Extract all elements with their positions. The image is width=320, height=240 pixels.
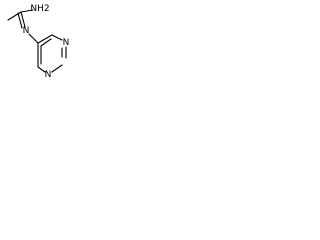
bond-methyl-c (7, 11, 22, 21)
label-amine: NH2 (30, 4, 49, 14)
ring-bond-c5-c4-inner (40, 38, 52, 47)
label-ring-n-lower: N (45, 70, 52, 80)
ring-bond-c4-n3 (51, 34, 63, 41)
ring-bond-n1-c6 (37, 66, 46, 73)
bond-c-n-imine-a (20, 11, 26, 28)
ring-bond-c5-c4 (37, 34, 53, 44)
bond-n-ring (28, 33, 39, 44)
bond-c-n-imine-b (17, 12, 23, 29)
molecule-structure-diagram: NH2 N N N (7, 4, 70, 80)
ring-bond-c2-n1 (51, 64, 63, 73)
bond-c-nh2 (20, 9, 34, 13)
label-imine-n: N (23, 26, 30, 36)
label-ring-n-upper: N (63, 38, 70, 48)
